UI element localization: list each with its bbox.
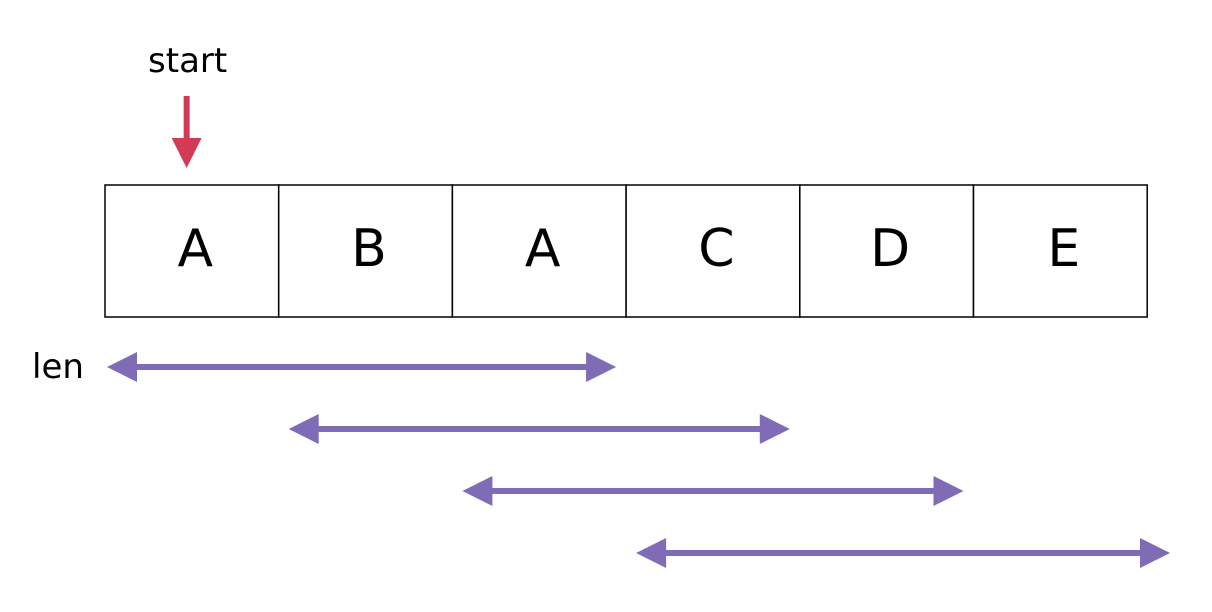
array-cell: A [451, 184, 627, 318]
window-span-right-head [1140, 538, 1170, 568]
array-cell-letter: B [351, 219, 387, 279]
len-label: len [32, 347, 84, 387]
window-span-arrow [636, 538, 1170, 568]
window-span-arrow [462, 476, 964, 506]
array-cell-letter: A [178, 219, 214, 279]
window-span-left-head [462, 476, 493, 506]
array-cell: D [799, 184, 975, 318]
array-cell-letter: C [698, 219, 734, 279]
window-span-left-head [107, 352, 137, 382]
window-spans [107, 352, 1170, 568]
array-cell: B [277, 184, 454, 318]
window-span-right-head [586, 352, 617, 382]
array-cell: C [625, 184, 801, 318]
array-cell-box [104, 184, 280, 318]
window-span-left-head [288, 414, 319, 444]
array-cell-box [277, 184, 454, 318]
array-cell-box [972, 184, 1148, 318]
array-cell-letter: E [1047, 219, 1080, 279]
array-cell-box [451, 184, 627, 318]
window-span-left-head [636, 538, 667, 568]
array-cell: E [972, 184, 1148, 318]
window-span-right-head [933, 476, 964, 506]
array-cell-letter: D [870, 219, 910, 279]
window-span-arrow [107, 352, 617, 382]
window-span-arrow [288, 414, 790, 444]
start-pointer: start [148, 41, 227, 168]
start-arrow-head [171, 138, 202, 168]
start-label: start [148, 41, 227, 81]
array-cell: A [104, 184, 280, 318]
array-cell-letter: A [525, 219, 561, 279]
window-span-right-head [759, 414, 790, 444]
